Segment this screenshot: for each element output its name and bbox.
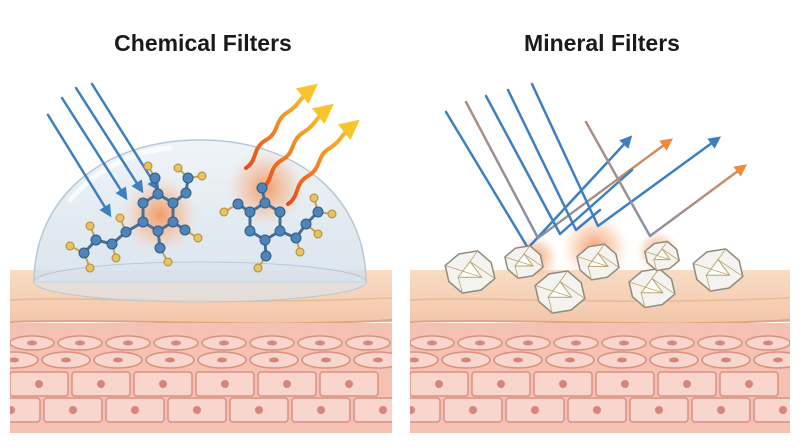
cell-nucleus — [667, 340, 677, 346]
cell-nucleus — [97, 380, 105, 388]
molecule-icon — [219, 182, 337, 273]
cell-nucleus — [435, 380, 443, 388]
cell-nucleus — [523, 340, 533, 346]
mineral-filters-title: Mineral Filters — [524, 30, 680, 56]
cell-nucleus — [219, 340, 229, 346]
cell-nucleus — [683, 380, 691, 388]
cell-nucleus — [35, 380, 43, 388]
crystal-facet — [587, 252, 609, 267]
skin-cell-icon — [10, 397, 41, 423]
skin-left — [9, 270, 393, 433]
cell-nucleus — [379, 406, 387, 414]
cell-nucleus — [165, 357, 175, 363]
cell-nucleus — [10, 406, 15, 414]
cell-nucleus — [255, 406, 263, 414]
cell-nucleus — [363, 340, 373, 346]
cell-nucleus — [497, 380, 505, 388]
cell-nucleus — [513, 357, 523, 363]
uv-ray-arrow-icon — [46, 82, 160, 218]
cell-nucleus — [131, 406, 139, 414]
skin-cell-icon — [353, 397, 392, 423]
cell-nucleus — [593, 406, 601, 414]
cell-nucleus — [427, 340, 437, 346]
cell-nucleus — [75, 340, 85, 346]
cell-nucleus — [559, 380, 567, 388]
cell-nucleus — [745, 380, 753, 388]
crystal-facet — [457, 260, 483, 278]
cell-nucleus — [410, 406, 415, 414]
energy-glow-left-1 — [120, 175, 200, 255]
chemical-filters-title: Chemical Filters — [114, 30, 292, 56]
cell-nucleus — [571, 340, 581, 346]
cell-nucleus — [10, 357, 19, 363]
cell-nucleus — [159, 380, 167, 388]
cell-nucleus — [61, 357, 71, 363]
cell-nucleus — [531, 406, 539, 414]
heat-wave-arrow-icon — [244, 83, 360, 206]
cell-nucleus — [669, 357, 679, 363]
cell-nucleus — [269, 357, 279, 363]
skin-cells-right — [410, 335, 790, 423]
cell-nucleus — [221, 380, 229, 388]
mineral-crystal-icon — [444, 240, 744, 314]
cell-nucleus — [321, 357, 331, 363]
cell-nucleus — [373, 357, 383, 363]
cell-nucleus — [773, 357, 783, 363]
skin-cell-icon — [10, 351, 39, 369]
cell-nucleus — [267, 340, 277, 346]
crystal-facet — [652, 247, 672, 261]
cell-nucleus — [763, 340, 773, 346]
cell-nucleus — [475, 340, 485, 346]
cell-nucleus — [217, 357, 227, 363]
cell-nucleus — [617, 357, 627, 363]
cell-nucleus — [655, 406, 663, 414]
skin-cells-left — [10, 335, 392, 423]
crystal-facet — [640, 277, 664, 294]
cell-nucleus — [715, 340, 725, 346]
cell-nucleus — [315, 340, 325, 346]
cell-nucleus — [619, 340, 629, 346]
cell-nucleus — [621, 380, 629, 388]
cell-nucleus — [469, 406, 477, 414]
skin-cell-icon — [410, 397, 441, 423]
cell-nucleus — [283, 380, 291, 388]
cell-nucleus — [69, 406, 77, 414]
cell-nucleus — [717, 406, 725, 414]
molecule-icon — [65, 161, 207, 273]
cell-nucleus — [193, 406, 201, 414]
cell-nucleus — [410, 357, 419, 363]
crystal-facet — [547, 280, 573, 298]
skin-right — [409, 270, 791, 433]
cell-nucleus — [171, 340, 181, 346]
cell-nucleus — [461, 357, 471, 363]
cell-nucleus — [721, 357, 731, 363]
skin-cell-icon — [410, 351, 439, 369]
cell-nucleus — [565, 357, 575, 363]
cell-nucleus — [113, 357, 123, 363]
crystal-facet — [514, 253, 534, 267]
cell-nucleus — [317, 406, 325, 414]
cell-nucleus — [345, 380, 353, 388]
crystal-facet — [705, 258, 731, 276]
cell-nucleus — [123, 340, 133, 346]
cell-nucleus — [779, 406, 787, 414]
cell-nucleus — [27, 340, 37, 346]
skin-cell-icon — [753, 397, 790, 423]
skin-cell-icon — [753, 351, 790, 369]
